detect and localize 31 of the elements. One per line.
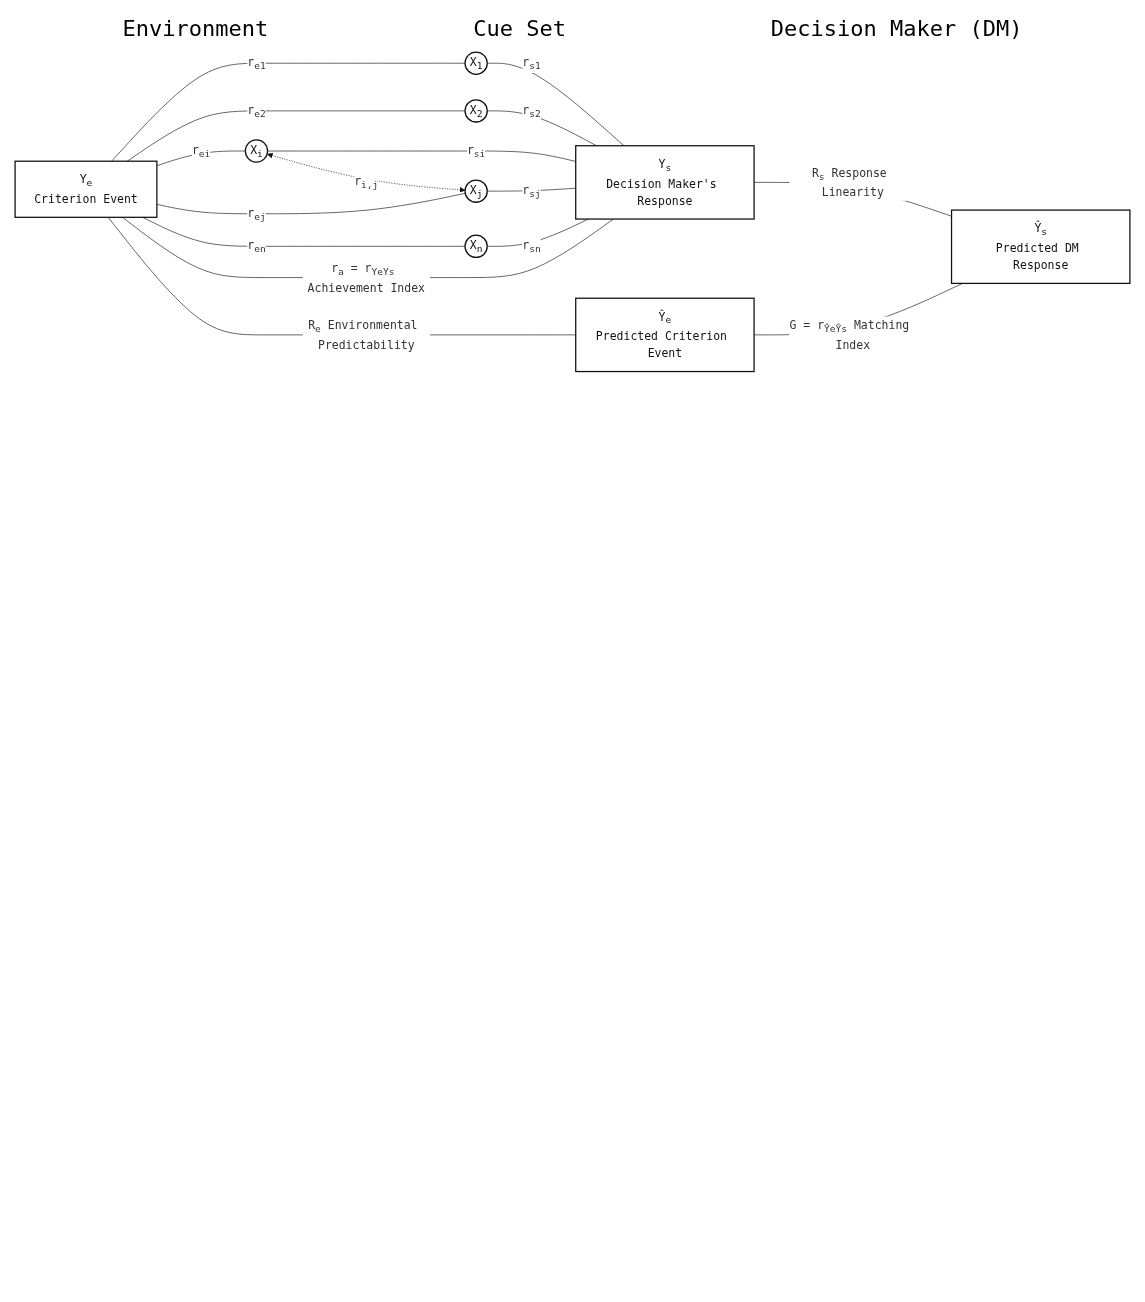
column-heading: Decision Maker (DM)	[770, 16, 1023, 41]
edge-label: r$_{s2}$	[522, 102, 541, 120]
column-heading: Cue Set	[473, 16, 566, 41]
edge-label: r$_{en}$	[247, 238, 266, 255]
edge-label: r$_{e2}$	[247, 102, 266, 120]
edge-label: r$_{si}$	[466, 143, 486, 160]
node-circle: X$_{2}$	[464, 99, 488, 123]
edge-label: r$_{i,j}$	[354, 174, 379, 191]
connector	[142, 217, 466, 247]
node-circle: X$_{j}$	[464, 179, 488, 203]
connector	[156, 150, 246, 167]
connector	[156, 193, 466, 215]
column-heading: Environment	[122, 16, 269, 41]
edge-label: R$_{e}$ Environmental Predictability	[308, 318, 418, 352]
edge-label: r$_{sn}$	[522, 238, 541, 255]
connector	[122, 217, 614, 278]
edge-label: r$_{ej}$	[247, 205, 266, 223]
edge-label: r$_{sj}$	[522, 183, 541, 200]
node-circle: X$_{i}$	[244, 139, 269, 163]
node-circle: X$_{n}$	[464, 234, 488, 259]
node-box: Y$_{s}$ Decision Maker's Response	[575, 145, 755, 220]
node-box: Ŷ$_{s}$ Predicted DM Response	[950, 209, 1131, 285]
node-circle: X$_{1}$	[464, 51, 488, 75]
edge-label: r$_{e1}$	[247, 55, 266, 72]
node-box: Y$_{e}$ Criterion Event	[14, 160, 158, 218]
edge-label: R$_{s}$ Response Linearity	[811, 165, 887, 199]
node-box: Ŷ$_{e}$ Predicted Criterion Event	[575, 297, 755, 373]
edge-label: r$_{ei}$	[191, 143, 211, 160]
edge-label: r$_{s1}$	[522, 55, 541, 72]
edge-label: r$_{a}$ = r$_{YeYs}$ Achievement Index	[307, 260, 425, 295]
edge-label: G = r$_{ŶeŶs}$ Matching Index	[789, 318, 910, 352]
